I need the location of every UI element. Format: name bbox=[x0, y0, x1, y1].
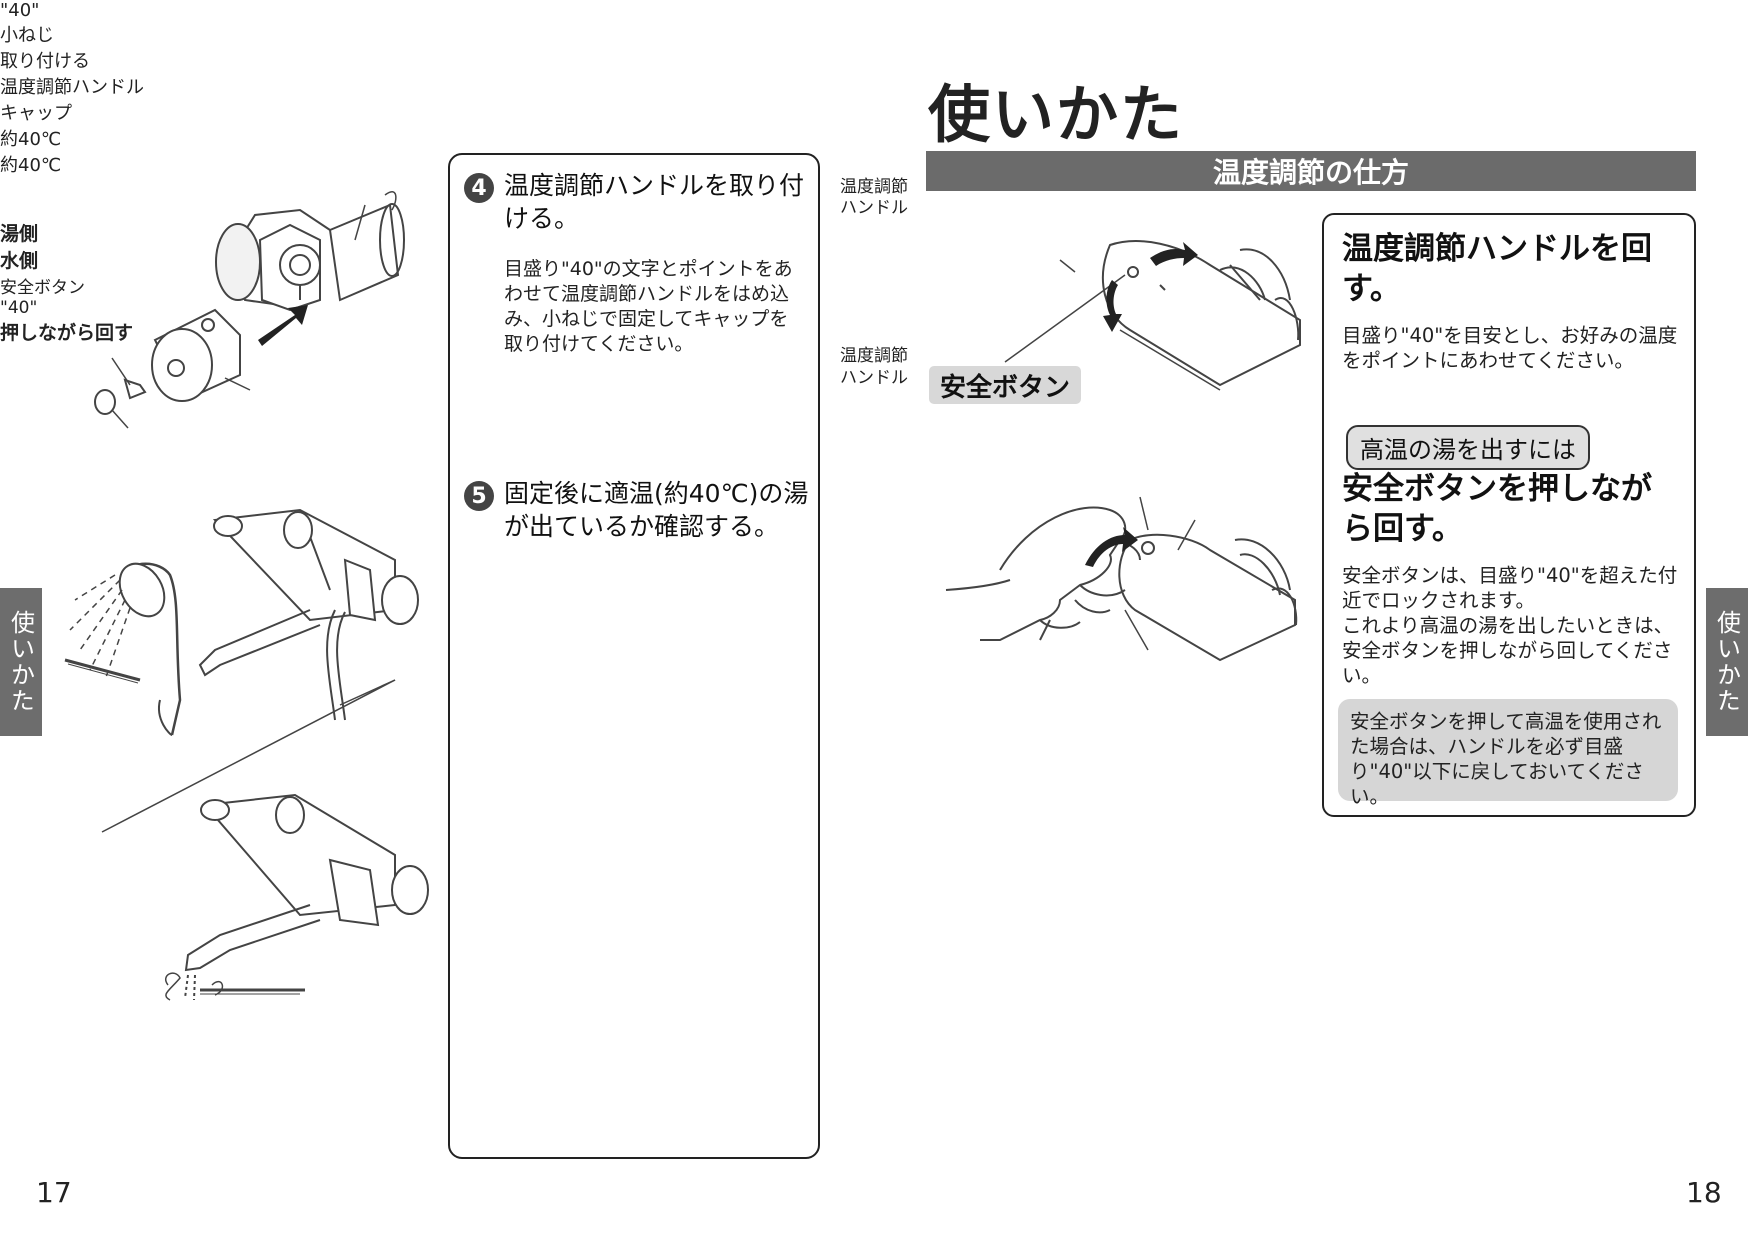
page-number-right: 18 bbox=[1686, 1176, 1722, 1209]
step-title-4: 温度調節ハンドルを取り付ける。 bbox=[504, 171, 805, 233]
label-hot-side: 湯側 bbox=[0, 223, 39, 245]
text-turn-handle: 目盛り"40"を目安とし、お好みの温度をポイントにあわせてください。 bbox=[1342, 324, 1678, 372]
step-body-4: 目盛り"40"の文字とポイントをあわせて温度調節ハンドルをはめ込み、小ねじで固定… bbox=[504, 258, 793, 355]
step-number-4: 4 bbox=[464, 173, 494, 203]
heading-press-and-turn: 安全ボタンを押しながら回す。 bbox=[1342, 471, 1652, 547]
label-attach: 取り付ける bbox=[0, 51, 90, 72]
step-number-5: 5 bbox=[464, 481, 494, 511]
temperature-handle-illustration bbox=[1004, 240, 1301, 391]
spout-faucet-illustration bbox=[165, 793, 429, 1001]
high-temp-label: 高温の湯を出すには bbox=[1346, 425, 1590, 470]
label-lower-40: "40" bbox=[0, 298, 38, 318]
side-tab-left: 使いかた bbox=[0, 588, 42, 736]
page-title: 使いかた bbox=[928, 78, 1185, 151]
step-title-5: 固定後に適温(約40℃)の湯が出ているか確認する。 bbox=[504, 479, 809, 541]
side-tab-right: 使いかた bbox=[1706, 588, 1748, 736]
label-40-top: "40" bbox=[0, 0, 40, 21]
label-upper-handle: 温度調節 ハンドル bbox=[840, 177, 908, 218]
instruction-box: 温度調節ハンドルを回す。 目盛り"40"を目安とし、お好みの温度をポイントにあわ… bbox=[1322, 213, 1696, 817]
caution-note: 安全ボタンを押して高温を使用された場合は、ハンドルを必ず目盛り"40"以下に戻し… bbox=[1338, 699, 1678, 808]
label-cold-side: 水側 bbox=[0, 250, 39, 272]
press-and-turn-illustration bbox=[945, 496, 1298, 662]
heading-turn-handle: 温度調節ハンドルを回す。 bbox=[1342, 231, 1652, 307]
shower-faucet-illustration bbox=[64, 508, 419, 833]
handle-assembly-illustration bbox=[94, 190, 405, 429]
label-temp-spout: 約40℃ bbox=[0, 155, 62, 176]
label-cap: キャップ bbox=[0, 103, 72, 124]
label-safety-button-highlight: 安全ボタン bbox=[929, 366, 1081, 404]
page-number-left: 17 bbox=[36, 1176, 72, 1209]
label-lower-handle: 温度調節 ハンドル bbox=[840, 346, 908, 388]
steps-box: 4 温度調節ハンドルを取り付ける。 目盛り"40"の文字とポイントをあわせて温度… bbox=[448, 153, 820, 1159]
label-temp-handle: 温度調節ハンドル bbox=[0, 77, 144, 98]
label-temp-shower: 約40℃ bbox=[0, 129, 62, 150]
section-header: 温度調節の仕方 bbox=[926, 151, 1696, 191]
label-small-screw: 小ねじ bbox=[0, 25, 54, 46]
label-press-and-turn: 押しながら回す bbox=[0, 322, 134, 344]
label-lower-safety-button: 安全ボタン bbox=[0, 278, 85, 298]
text-safety-lock: 安全ボタンは、目盛り"40"を超えた付近でロックされます。 これより高温の湯を出… bbox=[1342, 564, 1678, 687]
